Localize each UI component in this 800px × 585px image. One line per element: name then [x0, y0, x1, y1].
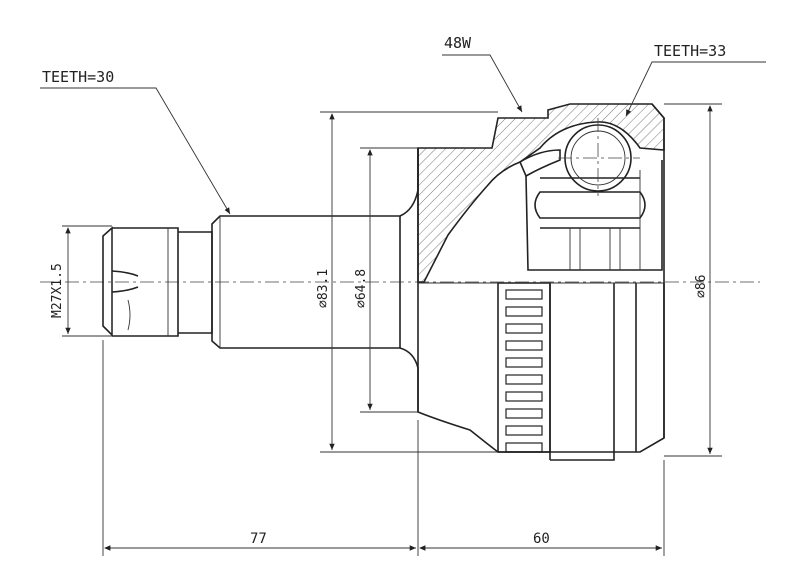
abs-tooth	[505, 408, 543, 419]
stem-shaft	[102, 148, 419, 412]
abs-tooth	[505, 374, 543, 385]
teeth-inner-label: TEETH=33	[654, 42, 726, 60]
abs-tooth	[505, 289, 543, 300]
seal-dia-label: ⌀64.8	[354, 269, 369, 308]
abs-tooth	[505, 442, 543, 453]
abs-tooth	[505, 391, 543, 402]
stem-dia-label: ⌀83.1	[316, 269, 331, 308]
thread-dim-label: M27X1.5	[50, 263, 65, 318]
teeth-outer-label: TEETH=30	[42, 68, 114, 86]
abs-tooth	[505, 306, 543, 317]
inner-race	[518, 118, 663, 271]
housing-length-label: 60	[533, 531, 550, 547]
abs-tooth	[505, 323, 543, 334]
abs-tone-ring	[505, 289, 543, 453]
stem-length-label: 77	[250, 531, 267, 547]
abs-tooth	[505, 357, 543, 368]
abs-tooth	[505, 340, 543, 351]
housing-dia-label: ⌀86	[694, 275, 709, 298]
abs-tooth	[505, 425, 543, 436]
abs-ring-label: 48W	[444, 34, 472, 52]
